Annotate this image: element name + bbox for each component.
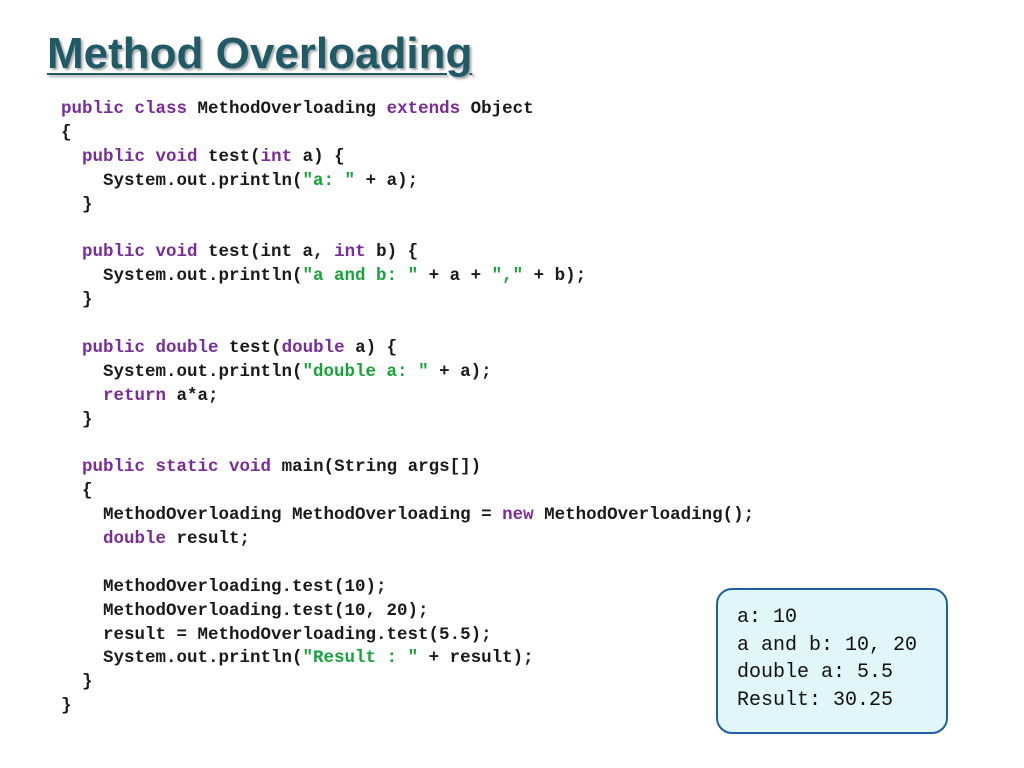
code-token-code-text: } [61,409,93,430]
code-token-keyword: public void [82,146,209,167]
code-line: public static void main(String args[]) [61,456,754,480]
code-line: { [61,480,754,504]
code-line: System.out.println("a: " + a); [61,170,754,194]
code-line: } [61,409,754,433]
code-token-code-text: a) { [292,146,345,167]
code-token-keyword: double [103,529,177,550]
code-token-keyword: new [502,505,545,526]
code-line: result = MethodOverloading.test(5.5); [61,624,754,648]
code-token-code-text: } [61,672,93,693]
slide-title: Method Overloading [47,29,473,78]
code-line [61,313,754,337]
code-token-code-text: test(int a, [208,242,335,263]
code-token-code-text: MethodOverloading MethodOverloading = [61,505,503,526]
code-token-code-text [61,529,103,549]
output-line: a and b: 10, 20 [737,633,918,657]
code-token-code-text [61,147,82,167]
code-line [61,432,754,456]
code-token-code-text: Object [470,99,534,119]
code-token-code-text: + a); [355,170,419,191]
code-token-keyword: int [334,242,366,263]
code-token-keyword: int [260,146,293,167]
code-line: public void test(int a) { [61,146,754,170]
code-token-code-text: a*a; [176,385,219,406]
code-token-code-text: } [61,194,93,215]
code-token-code-text: } [61,696,72,717]
code-token-string-literal: "a and b: " [302,266,419,287]
code-token-code-text: main(String args[]) [281,457,482,478]
code-token-code-text: + a + [418,266,492,287]
code-block: public class MethodOverloading extends O… [61,98,754,719]
code-token-string-literal: "double a: " [302,361,429,382]
code-token-keyword: public void [82,242,209,263]
code-token-string-literal: "Result : " [302,648,419,669]
code-line: return a*a; [61,385,754,409]
code-token-code-text: + a); [428,361,492,382]
code-token-code-text: System.out.println( [61,170,303,191]
code-token-string-literal: "a: " [302,170,356,191]
code-line [61,217,754,241]
code-line: MethodOverloading MethodOverloading = ne… [61,504,754,528]
code-token-code-text [61,457,82,477]
code-line: System.out.println("double a: " + a); [61,361,754,385]
code-line: System.out.println("a and b: " + a + ","… [61,265,754,289]
code-token-code-text: a) { [344,337,398,358]
code-token-code-text: result = MethodOverloading.test(5.5); [61,624,492,645]
code-token-code-text: result; [176,529,251,550]
code-token-code-text: MethodOverloading.test(10, 20); [61,600,429,621]
code-token-code-text: System.out.println( [61,648,303,669]
output-line: double a: 5.5 [737,661,894,684]
code-line: public class MethodOverloading extends O… [61,98,754,122]
code-line: } [61,289,754,313]
code-line: System.out.println("Result : " + result)… [61,647,754,671]
code-token-code-text: MethodOverloading [197,99,387,119]
code-token-keyword: public class [61,99,198,119]
code-token-code-text: MethodOverloading(); [544,505,755,526]
code-line: } [61,194,754,218]
output-box: a: 10 a and b: 10, 20 double a: 5.5 Resu… [716,588,948,734]
output-line: a: 10 [737,606,798,629]
code-token-keyword: public double [82,337,230,358]
code-token-code-text [61,338,82,358]
code-token-keyword: double [281,337,345,358]
code-token-code-text: test( [229,337,282,358]
code-line: MethodOverloading.test(10); [61,576,754,600]
code-line: } [61,695,754,719]
code-token-string-literal: "," [491,266,524,287]
code-token-code-text: System.out.println( [61,361,303,382]
code-line: double result; [61,528,754,552]
code-token-code-text: b) { [365,242,419,263]
code-line [61,552,754,576]
code-line: } [61,671,754,695]
code-token-code-text: } [61,290,93,311]
code-line: { [61,122,754,146]
code-token-code-text: System.out.println( [61,266,303,287]
output-line: Result: 30.25 [737,688,894,712]
code-line: MethodOverloading.test(10, 20); [61,600,754,624]
code-token-code-text: { [61,122,72,143]
code-token-code-text: MethodOverloading.test(10); [61,576,387,597]
code-token-keyword: extends [386,99,471,119]
code-line: public double test(double a) { [61,337,754,361]
code-token-keyword: return [103,385,177,406]
code-token-code-text: test( [208,146,261,167]
code-token-code-text: + b); [523,266,587,287]
code-token-code-text [61,386,103,406]
code-token-code-text: { [61,481,93,502]
code-token-code-text [61,242,82,262]
code-line: public void test(int a, int b) { [61,241,754,265]
code-token-code-text: + result); [418,648,534,669]
code-token-keyword: public static void [82,457,282,478]
